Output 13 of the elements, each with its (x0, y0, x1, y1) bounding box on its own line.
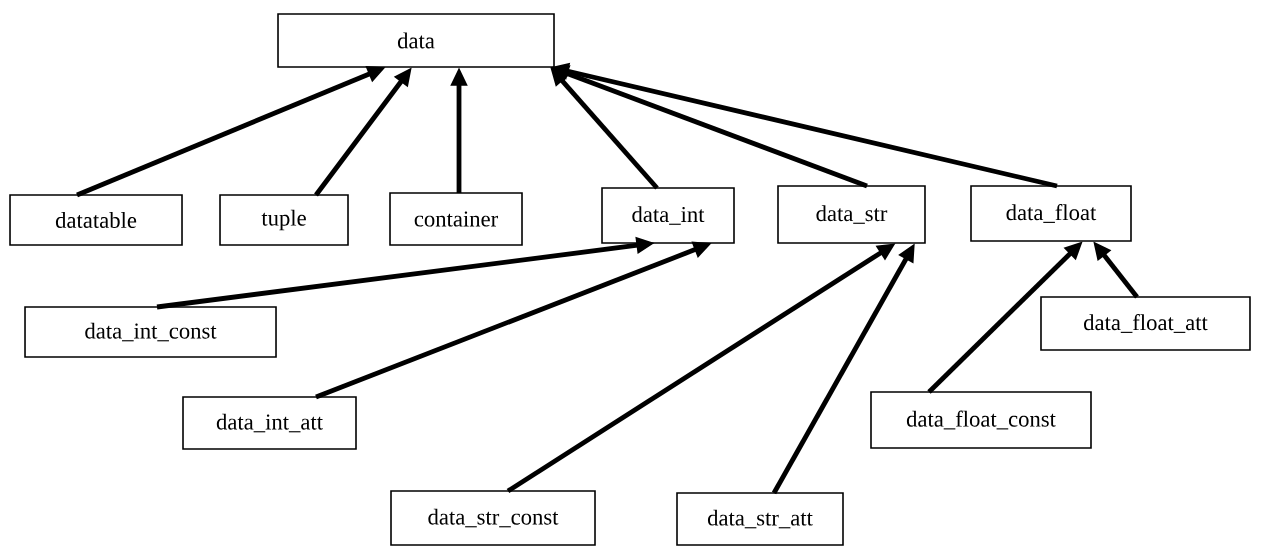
class-box: data (277, 13, 555, 68)
class-box: data_str (777, 185, 926, 244)
class-box: datatable (9, 194, 183, 246)
class-box: data_float_const (870, 391, 1092, 449)
class-box: data_int_const (24, 306, 277, 358)
class-box: data_float (970, 185, 1132, 242)
class-box: data_str_const (390, 490, 596, 546)
class-box: tuple (219, 194, 349, 246)
class-box: data_int (601, 187, 735, 244)
class-box: data_str_att (676, 492, 844, 546)
class-box: data_float_att (1040, 296, 1251, 351)
class-box: data_int_att (182, 396, 357, 450)
class-box: container (389, 192, 523, 246)
